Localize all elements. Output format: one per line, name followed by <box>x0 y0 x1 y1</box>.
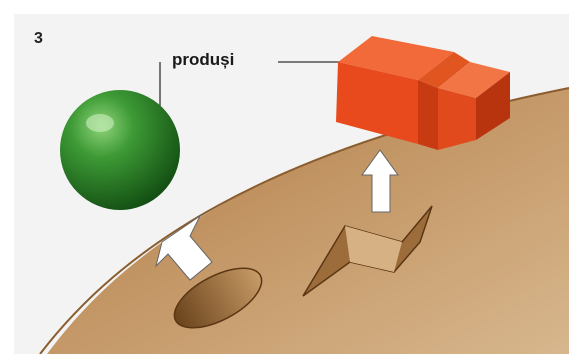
products-label: produși <box>172 50 234 70</box>
frame-border-right <box>569 0 575 364</box>
frame-border-bottom <box>0 354 575 364</box>
panel-number: 3 <box>34 30 43 48</box>
sphere-icon <box>60 90 180 210</box>
block-icon <box>336 36 510 150</box>
frame-border-left <box>0 0 14 364</box>
frame-border-top <box>0 0 575 14</box>
